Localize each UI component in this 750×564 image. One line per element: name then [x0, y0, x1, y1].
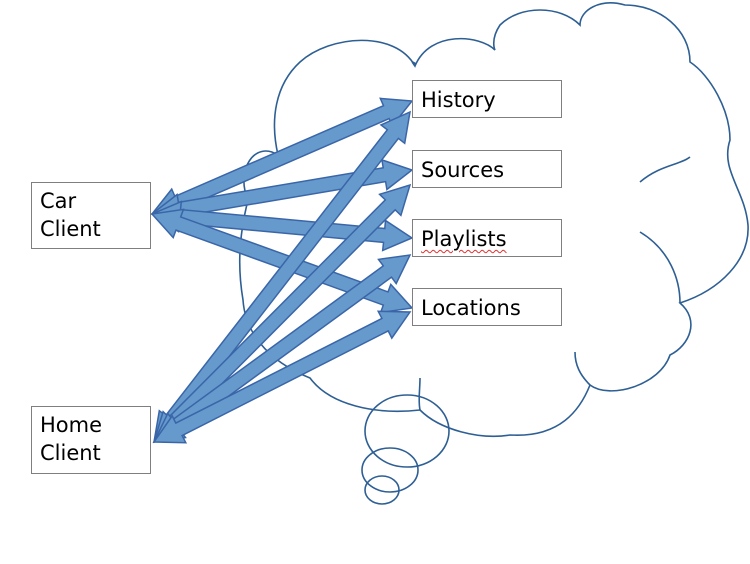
- home-client-label-line1: Home: [40, 413, 103, 437]
- home-client-label-line2: Client: [40, 441, 101, 465]
- cloud-arc: [639, 156, 691, 183]
- locations-label: Locations: [421, 296, 521, 320]
- cloud-arc: [574, 351, 591, 386]
- connection-arrows: [150, 97, 414, 444]
- cloud-arc: [411, 61, 417, 67]
- sources-label: Sources: [421, 158, 505, 182]
- thought-bubble-small: [364, 475, 400, 505]
- locations-box: Locations: [412, 288, 562, 326]
- thought-bubble-large: [364, 394, 450, 468]
- car-client-label-line1: Car: [40, 189, 77, 213]
- car-client-label-line2: Client: [40, 217, 101, 241]
- thought-bubble-medium: [361, 447, 419, 493]
- playlists-label: Playlists: [421, 227, 507, 251]
- sources-box: Sources: [412, 150, 562, 188]
- playlists-box: Playlists: [412, 219, 562, 257]
- cloud-arc: [418, 377, 421, 411]
- cloud-arc: [639, 231, 681, 304]
- home-client-box: Home Client: [31, 406, 151, 474]
- history-box: History: [412, 80, 562, 118]
- cloud-outline: [238, 2, 749, 438]
- car-client-box: Car Client: [31, 182, 151, 249]
- thought-cloud: [238, 2, 749, 505]
- history-label: History: [421, 88, 496, 112]
- arrow-home-locations: [152, 310, 412, 444]
